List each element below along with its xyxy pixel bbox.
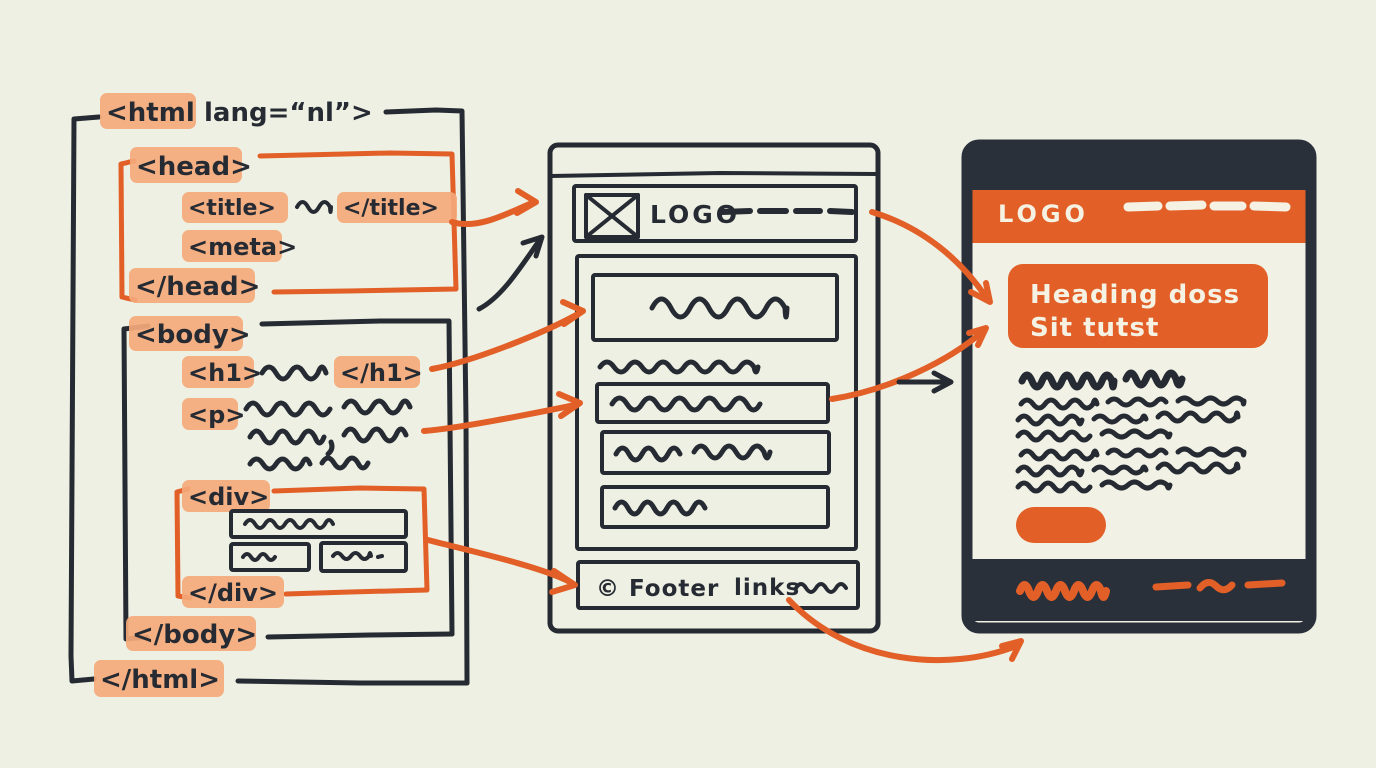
rendered-chrome-bar <box>967 145 1311 194</box>
rendered-logo-label: LOGO <box>998 200 1089 228</box>
div-inner-squiggle-left <box>241 552 277 562</box>
rendered-footer-scribble <box>1016 581 1110 601</box>
rendered-subheading-scribble-a <box>1018 371 1118 391</box>
wireframe-panel: LOGO © Footer links <box>547 142 881 634</box>
div-close-highlight <box>182 576 284 608</box>
p-squiggle-3a <box>247 456 313 472</box>
wireframe-hero-squiggle <box>649 296 790 320</box>
arrow-row-to-rendered-hero <box>829 325 989 402</box>
html-close-highlight <box>94 660 224 697</box>
code-div-close: </div> <box>188 579 278 607</box>
html-bracket-left <box>68 114 102 684</box>
div-inner-dot <box>376 554 384 559</box>
arrow-footer-to-rendered-footer <box>786 597 1024 664</box>
arrow-h1-to-hero <box>429 299 586 372</box>
body-bracket-left <box>121 323 151 642</box>
div-inner-squiggle-wide <box>243 518 335 530</box>
code-body-close: </body> <box>132 620 257 650</box>
h1-close-highlight <box>334 356 420 388</box>
code-title-close: </title> <box>343 196 439 221</box>
rendered-header-bar <box>972 190 1306 243</box>
p-comma-stroke <box>325 439 335 457</box>
rendered-browser-frame <box>961 139 1317 634</box>
wireframe-row-box-1 <box>595 382 830 424</box>
image-placeholder-icon <box>584 193 640 239</box>
title-close-highlight <box>337 192 457 223</box>
rendered-hero-heading-line1: Heading doss <box>1030 280 1240 310</box>
p-squiggle-2a <box>247 428 327 446</box>
rendered-paragraph-2 <box>1015 446 1247 494</box>
arrow-code-to-wireframe <box>476 234 545 312</box>
code-head-open: <head> <box>136 152 252 182</box>
wireframe-row-box-2 <box>600 430 831 475</box>
arrow-div-to-footer <box>425 537 578 595</box>
wireframe-row-box-3 <box>600 485 830 529</box>
code-body-open: <body> <box>135 320 251 350</box>
h1-text-squiggle <box>259 364 329 382</box>
wireframe-row-squiggle-2a <box>613 445 683 463</box>
arrow-p-to-content-row <box>421 391 583 434</box>
wireframe-hero-box <box>591 273 839 342</box>
p-squiggle-3b <box>319 455 371 471</box>
code-h1-close: </h1> <box>340 359 423 387</box>
head-close-highlight <box>129 268 255 303</box>
div-open-highlight <box>182 480 270 512</box>
div-inner-box-wide <box>229 509 408 539</box>
body-bracket-right <box>259 318 455 637</box>
head-bracket-left <box>118 158 138 303</box>
rendered-hero-banner <box>1008 264 1268 348</box>
code-title-open: <title> <box>188 196 276 221</box>
code-html-open: <html <box>106 98 195 128</box>
rendered-cta-button <box>1016 507 1106 543</box>
code-panel: <html lang=“nl”> <head> <title> </title>… <box>68 93 470 697</box>
title-open-highlight <box>182 192 288 223</box>
rendered-subheading-scribble-b <box>1122 369 1186 389</box>
p-squiggle-1a <box>243 400 333 418</box>
title-text-squiggle <box>295 200 333 214</box>
wireframe-footer-copyright: © Footer <box>596 576 719 602</box>
rendered-panel: LOGO Heading doss Sit tutst <box>961 139 1317 634</box>
p-squiggle-2b <box>341 426 409 444</box>
code-meta: <meta> <box>188 233 297 261</box>
body-close-line <box>265 631 455 640</box>
body-open-highlight <box>129 316 243 351</box>
arrow-header-to-rendered-hero <box>869 209 993 305</box>
p-open-highlight <box>182 398 238 430</box>
html-open-highlight <box>100 93 196 129</box>
connector-arrows <box>421 188 1024 664</box>
wireframe-row-squiggle-1 <box>609 395 763 413</box>
wireframe-row-squiggle-2b <box>691 443 773 461</box>
div-inner-squiggle-right <box>331 551 373 561</box>
div-inner-box-left <box>229 542 311 572</box>
rendered-paragraph-1 <box>1015 395 1247 443</box>
wireframe-footer-links: links <box>734 575 800 601</box>
rendered-hero-heading-line2: Sit tutst <box>1030 313 1159 343</box>
code-h1-open: <h1> <box>188 359 262 387</box>
body-close-highlight <box>126 616 256 651</box>
code-p-open: <p> <box>188 401 245 429</box>
p-squiggle-1b <box>341 398 413 416</box>
wireframe-nav-dashes <box>719 208 855 215</box>
code-html-attr: lang=“nl”> <box>204 98 373 128</box>
wireframe-free-squiggle <box>597 359 761 375</box>
head-open-highlight <box>130 147 242 183</box>
meta-highlight <box>182 230 282 262</box>
code-div-open: <div> <box>188 483 269 511</box>
code-html-close: </html> <box>100 665 220 695</box>
rendered-nav-dashes <box>1123 200 1291 212</box>
div-inner-box-right <box>319 541 408 573</box>
arrow-head-to-wireframe-header <box>449 188 539 228</box>
h1-open-highlight <box>182 356 254 388</box>
wireframe-chrome-line <box>549 171 879 178</box>
rendered-footer-dashes <box>1152 579 1286 594</box>
code-head-close: </head> <box>135 272 260 302</box>
wireframe-row-squiggle-3 <box>612 499 708 517</box>
wireframe-footer-squiggle <box>794 582 848 594</box>
html-bracket-right <box>383 107 470 686</box>
wireframe-header-box <box>572 184 858 243</box>
html-close-line <box>235 678 470 686</box>
arrow-wireframe-to-rendered <box>896 370 954 394</box>
